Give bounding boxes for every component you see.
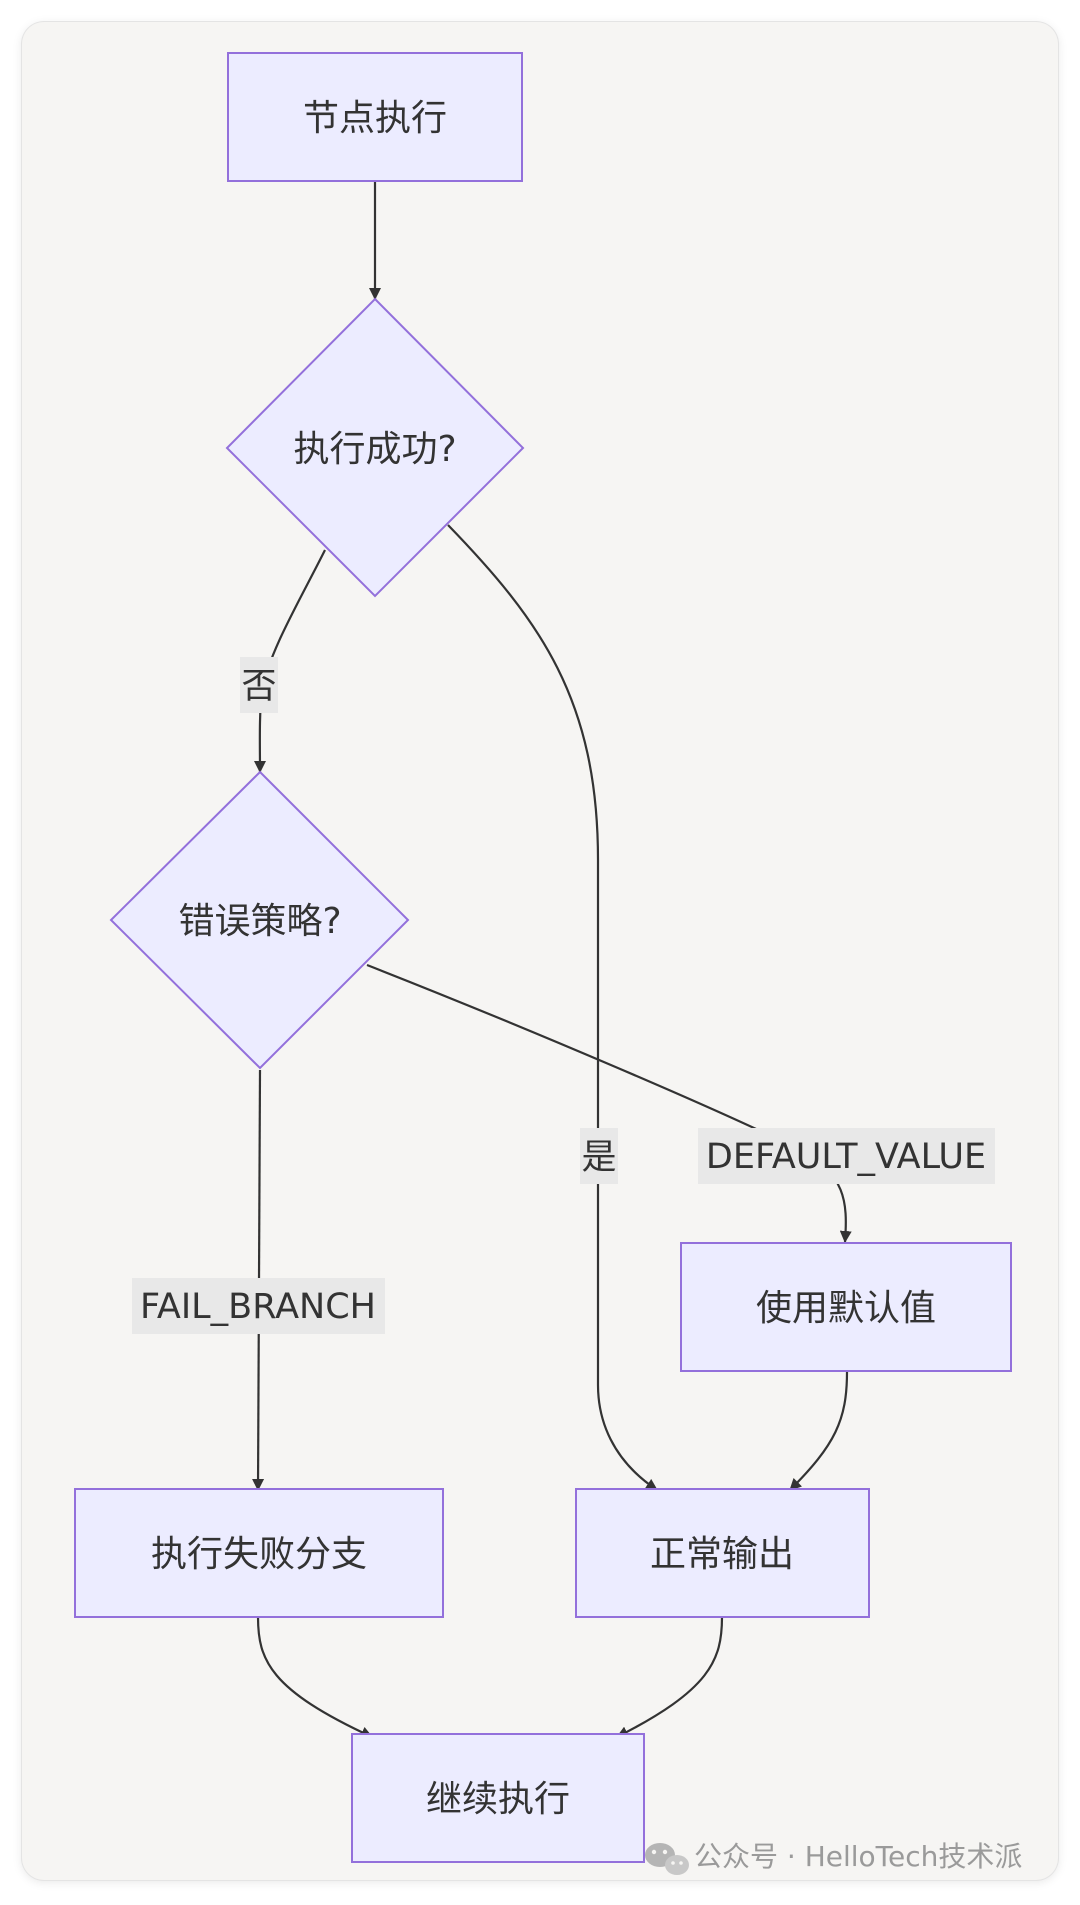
- svg-text:是: 是: [581, 1138, 616, 1178]
- svg-text:正常输出: 正常输出: [650, 1534, 794, 1575]
- edge-label-yes: 是: [580, 1128, 618, 1184]
- svg-text:使用默认值: 使用默认值: [756, 1288, 936, 1329]
- svg-text:节点执行: 节点执行: [303, 98, 447, 139]
- svg-text:继续执行: 继续执行: [426, 1779, 570, 1820]
- node-error-strategy: 错误策略?: [109, 770, 410, 1070]
- edge-label-fail-branch: FAIL_BRANCH: [132, 1278, 385, 1334]
- watermark-text: 公众号 · HelloTech技术派: [694, 1840, 1022, 1873]
- node-normal-output: 正常输出: [575, 1488, 870, 1618]
- edge-success-check-yes: [447, 524, 658, 1491]
- node-success-check: 执行成功?: [225, 297, 525, 598]
- edge-error-strategy-default: [366, 963, 852, 1243]
- watermark: 公众号 · HelloTech技术派: [645, 1840, 1022, 1875]
- svg-text:FAIL_BRANCH: FAIL_BRANCH: [140, 1287, 376, 1327]
- svg-text:执行失败分支: 执行失败分支: [151, 1534, 367, 1575]
- svg-text:执行成功?: 执行成功?: [293, 429, 456, 470]
- node-fail-branch: 执行失败分支: [74, 1488, 444, 1618]
- node-use-default: 使用默认值: [680, 1242, 1012, 1372]
- edge-default-to-output: [789, 1371, 849, 1491]
- node-continue: 继续执行: [351, 1733, 645, 1863]
- edge-label-default-value: DEFAULT_VALUE: [698, 1128, 995, 1184]
- svg-text:DEFAULT_VALUE: DEFAULT_VALUE: [706, 1137, 986, 1177]
- edge-label-no: 否: [240, 657, 278, 713]
- edge-output-to-continue: [616, 1616, 724, 1738]
- svg-text:错误策略?: 错误策略?: [178, 901, 341, 942]
- node-start: 节点执行: [227, 52, 523, 182]
- svg-text:否: 否: [241, 667, 276, 707]
- edge-fail-to-continue: [256, 1616, 373, 1738]
- wechat-icon: [645, 1843, 689, 1875]
